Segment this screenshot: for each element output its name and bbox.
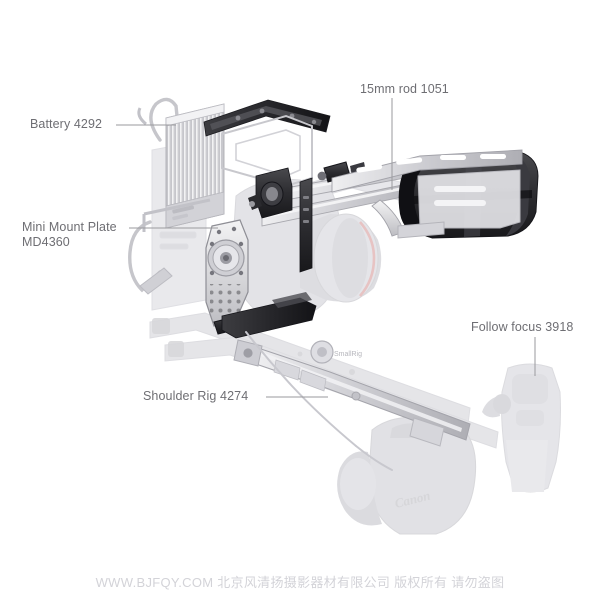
shoulder-pad-support bbox=[371, 199, 445, 239]
ghost-camera-body: Canon bbox=[337, 416, 477, 535]
rig-cable bbox=[245, 331, 393, 471]
ghost-follow-focus bbox=[482, 363, 561, 493]
ghost-rail-detail bbox=[152, 318, 355, 375]
cage-side-post bbox=[299, 177, 313, 273]
smallrig-mark: SmallRig bbox=[334, 351, 362, 358]
base-plate bbox=[221, 292, 317, 339]
callout-mini-mount-plate-md4360: Mini Mount Plate MD4360 bbox=[22, 220, 117, 249]
cable-connector bbox=[139, 267, 173, 295]
shoulder-rig-4274 bbox=[233, 339, 471, 447]
callout-follow-focus-3918: Follow focus 3918 bbox=[471, 320, 574, 334]
shoulder-pad-rail bbox=[331, 149, 523, 229]
battery-mount-bracket bbox=[137, 107, 211, 232]
copyright-watermark: WWW.BJFQY.COM 北京风清扬摄影器材有限公司 版权所有 请勿盗图 bbox=[95, 575, 505, 590]
callout-15mm-rod-1051: 15mm rod 1051 bbox=[360, 82, 449, 96]
rod-clamp bbox=[248, 167, 293, 219]
callout-battery-4292: Battery 4292 bbox=[30, 117, 103, 131]
cage-top-plate bbox=[203, 99, 331, 137]
callout-shoulder-rig-4274: Shoulder Rig 4274 bbox=[143, 389, 249, 403]
rig-adjust-knob: SmallRig bbox=[310, 340, 362, 364]
leader-lines bbox=[116, 98, 536, 398]
mini-mount-plate-md4360 bbox=[205, 219, 251, 335]
